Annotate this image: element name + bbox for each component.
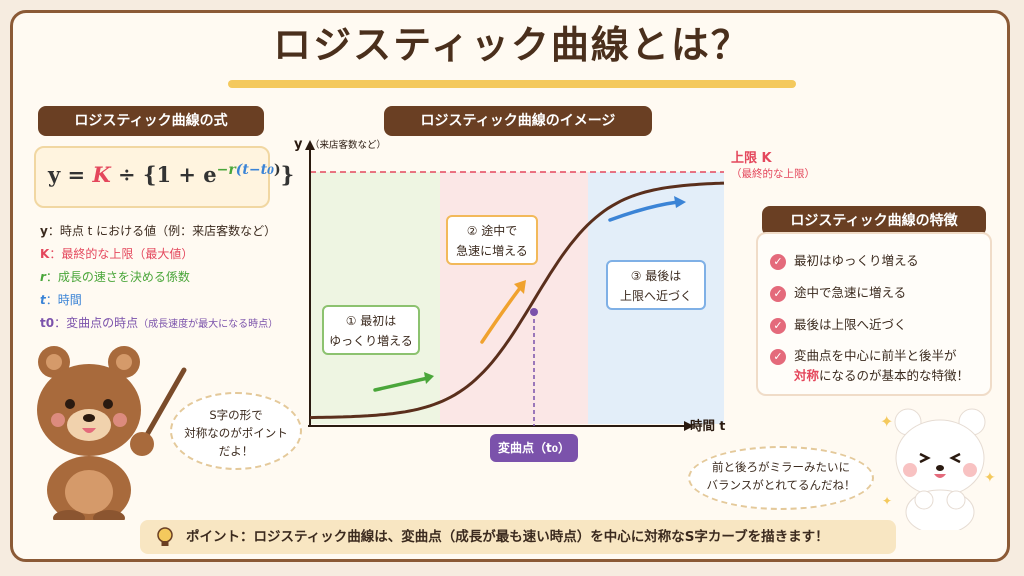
legend-item: r：成長の速さを決める係数: [40, 270, 190, 284]
logistic-chart: y （来店客数など） 時間 t: [294, 137, 725, 433]
feature-item: ✓途中で急速に増える: [770, 282, 906, 302]
upper-limit-note: （最終的な上限）: [731, 168, 815, 180]
page-title: ロジスティック曲線とは？: [273, 23, 751, 67]
check-icon: ✓: [770, 317, 786, 334]
phase-3-arrow: [608, 200, 680, 222]
upper-limit-label: 上限 K: [731, 151, 772, 166]
inflection-point: [530, 308, 538, 316]
check-icon: ✓: [770, 348, 786, 365]
legend-item: t0：変曲点の時点（成長速度が最大になる時点）: [40, 316, 279, 330]
feature-item: ✓最初はゆっくり増える: [770, 250, 919, 270]
check-icon: ✓: [770, 253, 786, 270]
sparkle-icon: ✦: [882, 494, 893, 508]
legend-item: y：時点 t における値（例：来店客数など）: [40, 224, 277, 238]
right-speech-bubble: 前と後ろがミラーみたいにバランスがとれてるんだね！: [688, 446, 874, 510]
phase-1-box: ① 最初は ゆっくり増える: [322, 305, 420, 355]
sparkle-icon: ✦: [984, 470, 996, 486]
check-icon: ✓: [770, 285, 786, 302]
y-axis-note: （来店客数など）: [310, 139, 386, 151]
legend-item: t：時間: [40, 293, 82, 307]
y-axis-label: y: [294, 137, 303, 152]
features-heading: ロジスティック曲線の特徴: [762, 206, 986, 236]
x-axis-label: 時間 t: [690, 418, 725, 433]
point-bar: ポイント：ロジスティック曲線は、変曲点（成長が最も速い時点）を中心に対称なS字カ…: [140, 520, 896, 554]
formula-heading: ロジスティック曲線の式: [38, 106, 264, 136]
phase-1-arrow: [373, 376, 430, 392]
title-underline: [228, 80, 796, 88]
inflection-label: 変曲点（t0）: [490, 434, 578, 462]
legend-item: K：最終的な上限（最大値）: [40, 247, 194, 261]
features-box: ✓最初はゆっくり増える ✓途中で急速に増える ✓最後は上限へ近づく ✓変曲点を中…: [756, 232, 992, 396]
chart-heading: ロジスティック曲線のイメージ: [384, 106, 652, 136]
white-bear-illustration: [894, 408, 986, 530]
left-speech-bubble: S字の形で対称なのがポイントだよ！: [170, 392, 302, 470]
phase-2-arrow: [480, 286, 522, 344]
formula-box: y = K ÷ {1 + e−r(t−t0)}: [34, 146, 294, 208]
logistic-formula: y = K ÷ {1 + e−r(t−t0)}: [48, 162, 295, 187]
phase-2-box: ② 途中で 急速に増える: [446, 215, 538, 265]
feature-item: ✓最後は上限へ近づく: [770, 314, 907, 334]
feature-item: ✓変曲点を中心に前半と後半が 対称になるのが基本的な特徴！: [770, 346, 969, 386]
bear-illustration: [37, 346, 187, 520]
y-axis-arrow: [305, 140, 315, 150]
x-axis-arrow: [684, 421, 694, 431]
formula-legend: y：時点 t における値（例：来店客数など） K：最終的な上限（最大値） r：成…: [40, 220, 278, 336]
phase-1-band: [310, 172, 440, 424]
phase-3-box: ③ 最後は 上限へ近づく: [606, 260, 706, 310]
logistic-curve: [309, 181, 725, 420]
sparkle-icon: ✦: [880, 412, 894, 431]
lightbulb-icon: [157, 527, 173, 546]
